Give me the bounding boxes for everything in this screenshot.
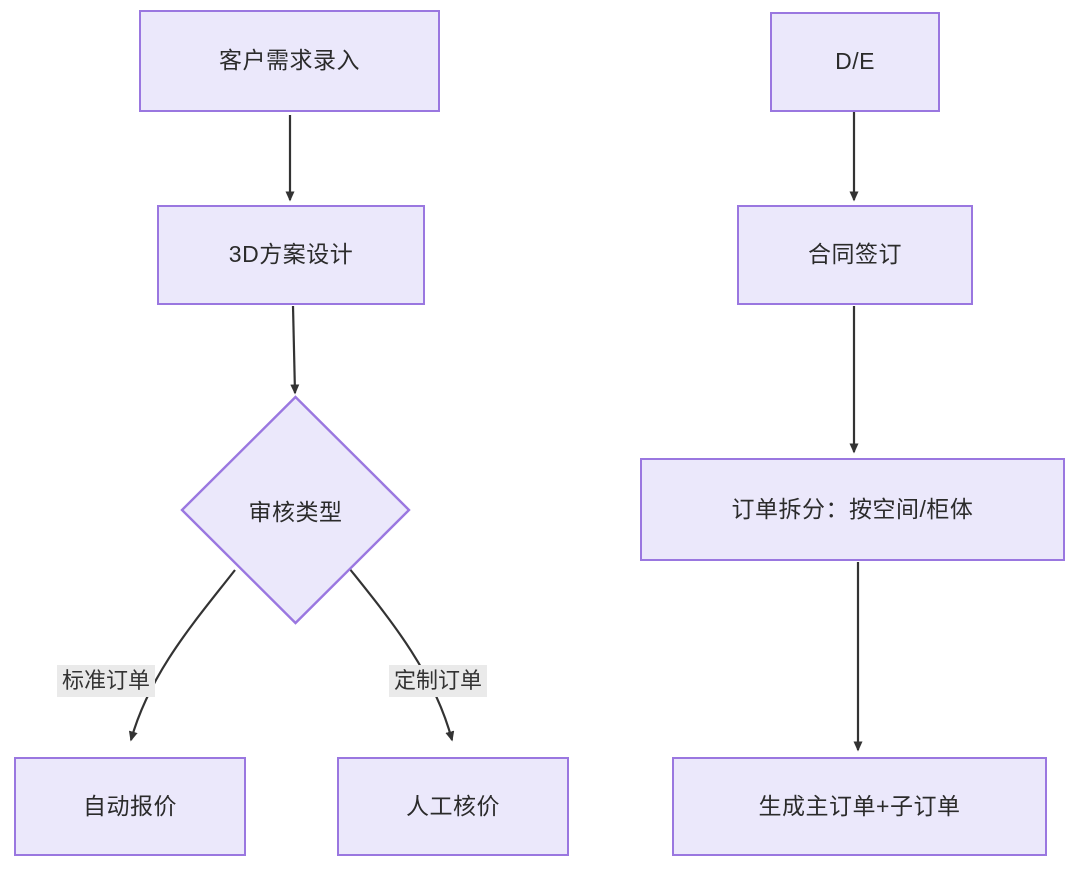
node-label: 3D方案设计: [228, 241, 354, 268]
node-label: 人工核价: [406, 792, 500, 819]
edge-n3-n4: [128, 569, 236, 742]
edge-label-custom-order: 定制订单: [389, 665, 488, 697]
node-label: D/E: [835, 48, 875, 75]
node-label: 自动报价: [83, 792, 177, 819]
node-auto-quotation[interactable]: 自动报价: [14, 757, 246, 856]
node-order-split[interactable]: 订单拆分：按空间/柜体: [640, 458, 1065, 561]
node-customer-requirement-entry[interactable]: 客户需求录入: [139, 10, 440, 112]
edge-n3-n5: [348, 567, 455, 742]
node-manual-pricing[interactable]: 人工核价: [337, 757, 569, 856]
node-label: 客户需求录入: [219, 47, 360, 74]
node-3d-scheme-design[interactable]: 3D方案设计: [157, 205, 425, 305]
node-label: 审核类型: [248, 499, 343, 525]
node-contract-signing[interactable]: 合同签订: [737, 205, 973, 305]
diamond-shape: [180, 395, 411, 625]
node-label: 生成主订单+子订单: [758, 792, 961, 819]
node-label: 合同签订: [808, 241, 902, 268]
edge-n2-n3: [290, 305, 300, 395]
node-generate-main-and-sub-orders[interactable]: 生成主订单+子订单: [672, 757, 1047, 856]
node-de[interactable]: D/E: [770, 12, 940, 112]
node-label: 订单拆分：按空间/柜体: [731, 495, 974, 522]
node-review-type-decision[interactable]: 审核类型: [180, 395, 411, 625]
edge-label-standard-order: 标准订单: [57, 665, 156, 697]
